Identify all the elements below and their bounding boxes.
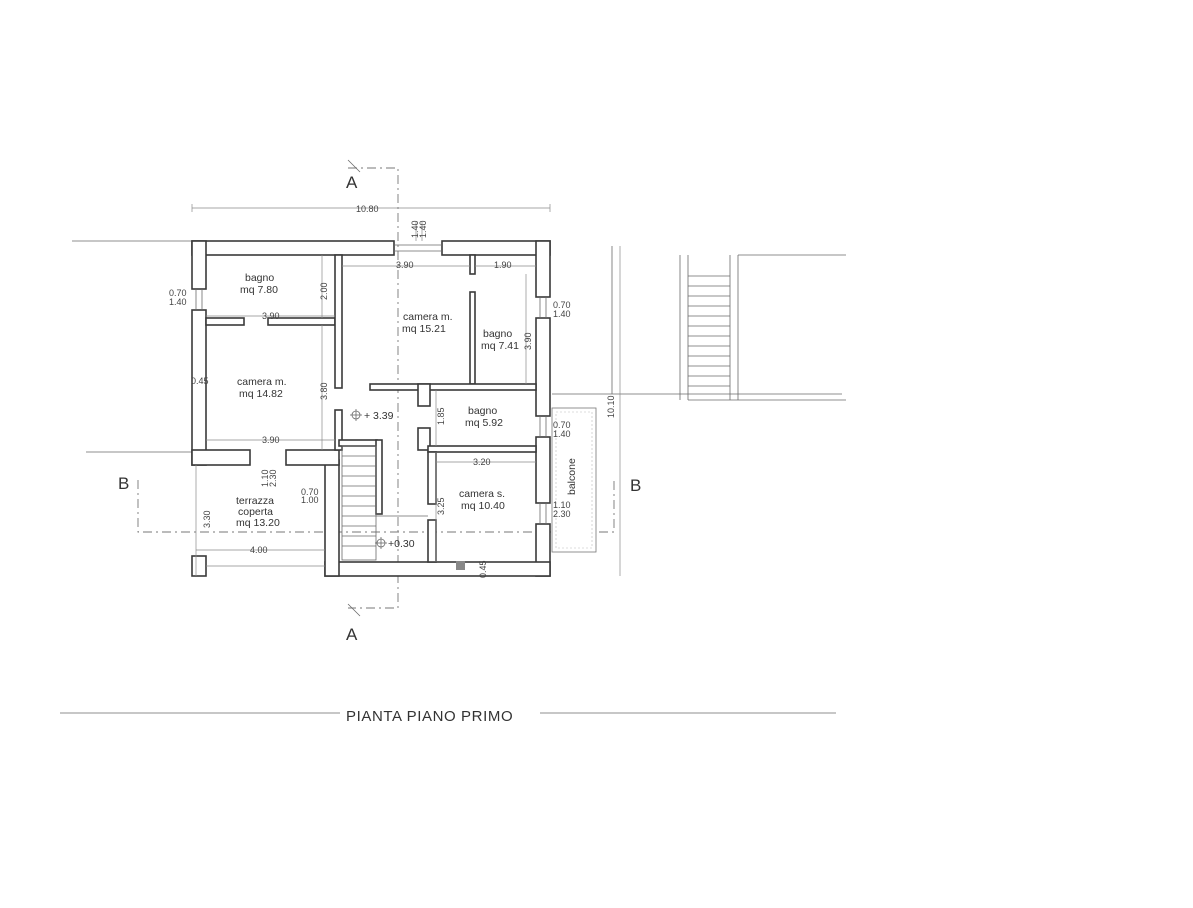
- room-camera-1-area: mq 15.21: [402, 323, 446, 335]
- room-bagno-1-name: bagno: [245, 272, 274, 284]
- room-balcone-name: balcone: [566, 458, 578, 495]
- room-camera-3-area: mq 10.40: [461, 500, 505, 512]
- dim-390-d: 3.90: [262, 435, 280, 445]
- room-terrazza-name-1: terrazza: [236, 495, 274, 507]
- room-terrazza-area: mq 13.20: [236, 517, 280, 529]
- dim-1010: 10.10: [606, 395, 616, 418]
- dim-right-win-3: 0.70: [553, 420, 571, 430]
- dim-045-bottom: 0.45: [478, 560, 488, 578]
- terrace-column: [191, 555, 207, 577]
- dim-overall-width: 10.80: [356, 204, 379, 214]
- room-bagno-2-area: mq 7.41: [481, 340, 519, 352]
- dim-100-t: 1.00: [301, 495, 319, 505]
- dim-070-t: 0.70: [301, 487, 319, 497]
- dim-right-win-4: 1.40: [553, 429, 571, 439]
- dim-390-b: 3.90: [262, 311, 280, 321]
- level-marker-upper: [350, 409, 362, 421]
- level-marker-lower: [375, 537, 387, 549]
- room-camera-1-name: camera m.: [403, 311, 453, 323]
- room-camera-3-name: camera s.: [459, 488, 505, 500]
- drawing-title: PIANTA PIANO PRIMO: [346, 708, 513, 725]
- dim-left-win-1: 0.70: [169, 288, 187, 298]
- dim-right-win-1: 0.70: [553, 300, 571, 310]
- dim-185: 1.85: [436, 407, 446, 425]
- dim-top-window-a: 1.40: [410, 220, 420, 238]
- section-b-right-label: B: [630, 476, 641, 495]
- dim-330: 3.30: [202, 510, 212, 528]
- dim-325: 3.25: [436, 497, 446, 515]
- overall-dimension-line: [191, 204, 551, 212]
- section-b-left-label: B: [118, 474, 129, 493]
- dim-top-window-b: 1.40: [418, 220, 428, 238]
- dim-045-left: 0.45: [191, 376, 209, 386]
- section-a-top-label: A: [346, 173, 358, 192]
- room-terrazza-name-2: coperta: [238, 506, 273, 518]
- room-camera-2-area: mq 14.82: [239, 388, 283, 400]
- dim-380: 3.80: [319, 382, 329, 400]
- room-bagno-2-name: bagno: [483, 328, 512, 340]
- balcony: [551, 407, 597, 553]
- interior-dimension-lines: [195, 222, 621, 576]
- room-bagno-3-name: bagno: [468, 405, 497, 417]
- dim-190: 1.90: [494, 260, 512, 270]
- dim-230-b: 2.30: [553, 509, 571, 519]
- exterior-walls: [191, 240, 551, 577]
- interior-walls: [205, 254, 537, 563]
- dim-320: 3.20: [473, 457, 491, 467]
- dim-200: 2.00: [319, 282, 329, 300]
- section-a-bottom-label: A: [346, 625, 358, 644]
- dim-left-win-2: 1.40: [169, 297, 187, 307]
- dim-390-c: 3.90: [523, 332, 533, 350]
- windows: [195, 244, 547, 524]
- external-stair: [679, 254, 846, 401]
- room-camera-2-name: camera m.: [237, 376, 287, 388]
- room-bagno-1-area: mq 7.80: [240, 284, 278, 296]
- level-upper: + 3.39: [364, 410, 394, 422]
- dim-230-a: 2.30: [268, 469, 278, 487]
- dim-400: 4.00: [250, 545, 268, 555]
- room-bagno-3-area: mq 5.92: [465, 417, 503, 429]
- level-lower: +0.30: [388, 538, 415, 550]
- dim-390-a: 3.90: [396, 260, 414, 270]
- staircase: [341, 445, 428, 561]
- dim-right-win-2: 1.40: [553, 309, 571, 319]
- dim-110-b: 1.10: [553, 500, 571, 510]
- section-mark: [456, 561, 465, 570]
- dim-110-a: 1.10: [260, 469, 270, 487]
